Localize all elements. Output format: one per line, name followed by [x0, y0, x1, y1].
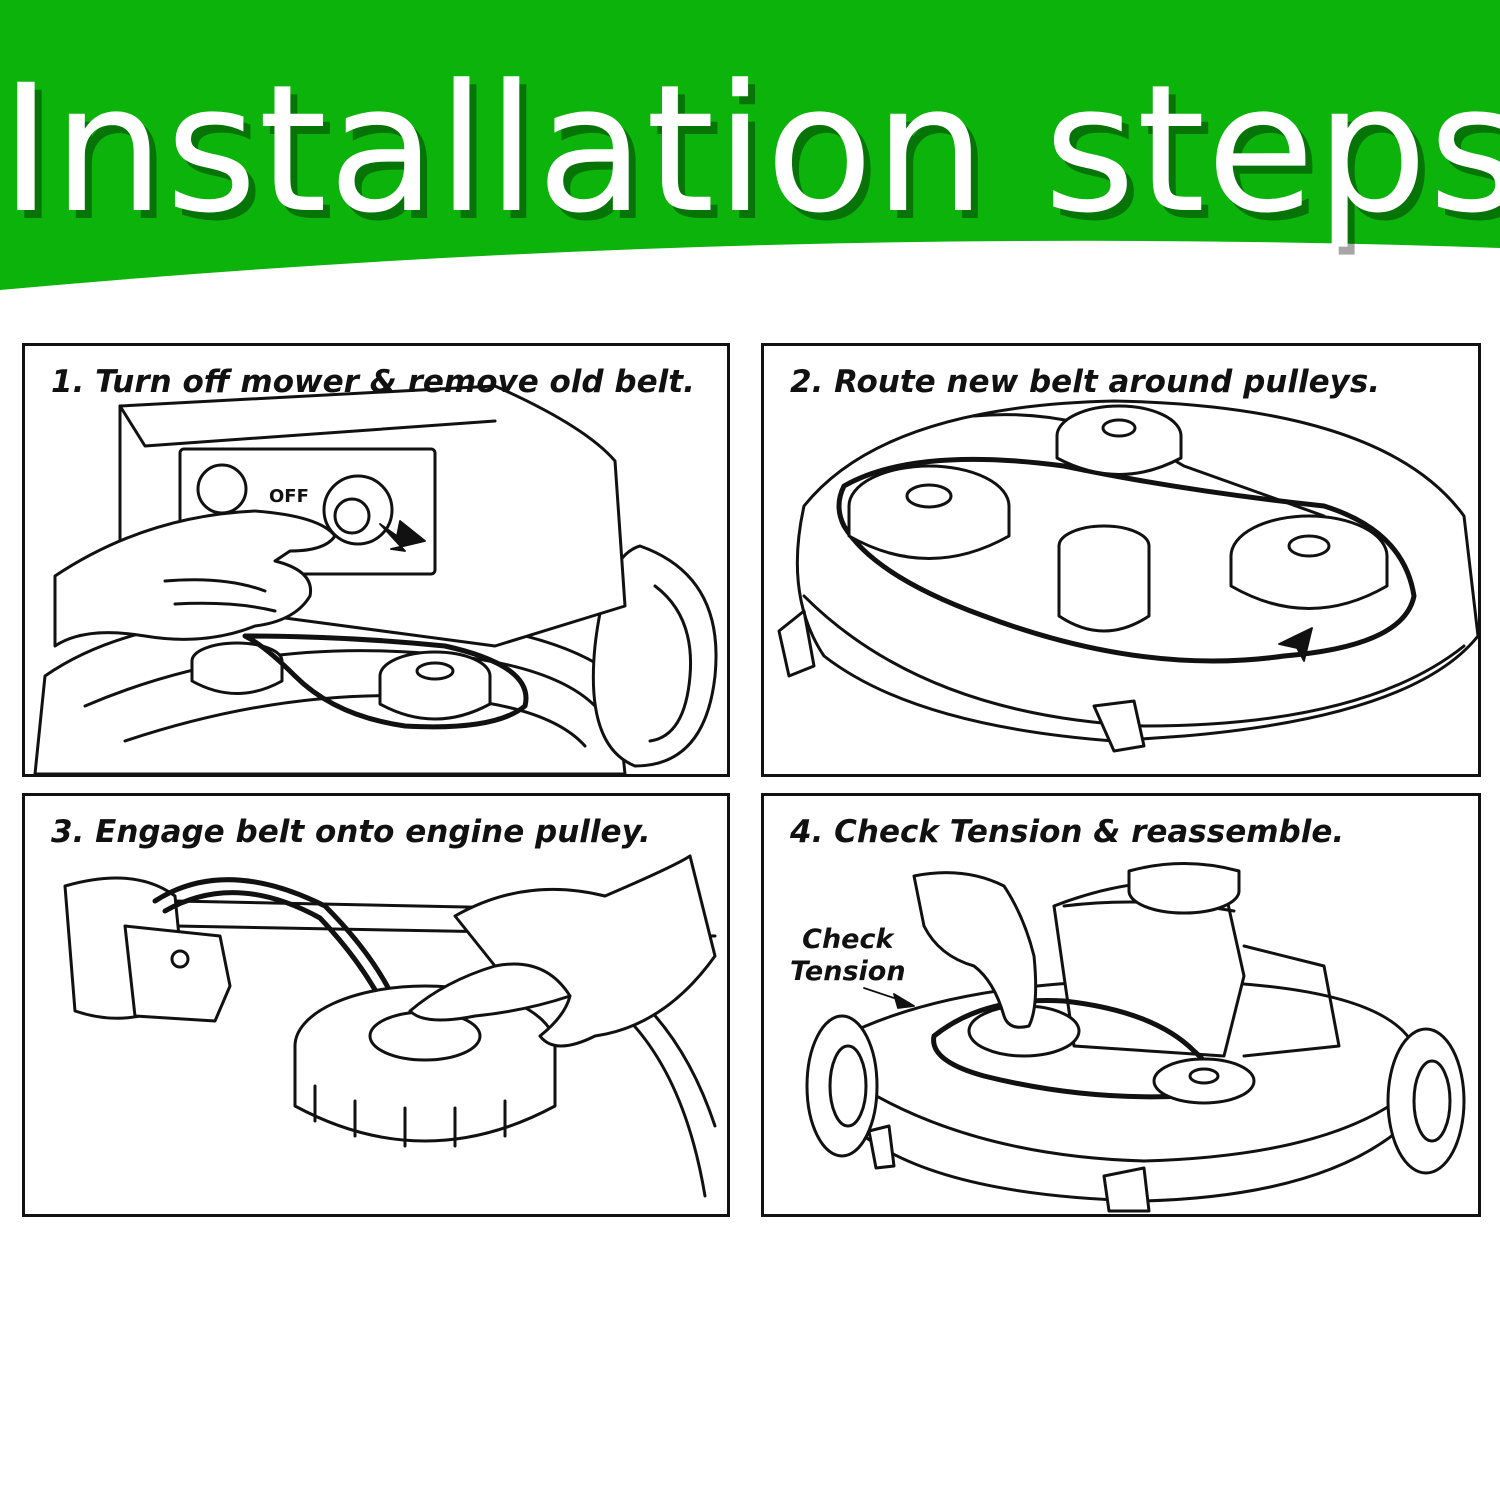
step-1-panel: 1. Turn off mower & remove old belt. OFF: [22, 343, 730, 777]
header-banner: Installation steps: [0, 0, 1500, 300]
banner-background: [0, 0, 1500, 290]
page-title: Installation steps: [0, 47, 1500, 252]
step-3-illustration: [63, 854, 717, 1198]
step-3-title: 3. Engage belt onto engine pulley.: [51, 814, 651, 850]
step-4-title: 4. Check Tension & reassemble.: [790, 814, 1345, 850]
step-4-panel: 4. Check Tension & reassemble. Check Ten…: [761, 793, 1481, 1217]
check-tension-line2: Tension: [790, 956, 906, 987]
check-tension-line1: Check: [802, 924, 894, 955]
step-1-illustration: [33, 384, 718, 774]
step-2-panel: 2. Route new belt around pulleys.: [761, 343, 1481, 777]
off-switch-label: OFF: [269, 486, 309, 507]
step-2-illustration: [777, 399, 1478, 753]
step-2-title: 2. Route new belt around pulleys.: [790, 364, 1381, 400]
step-3-panel: 3. Engage belt onto engine pulley.: [22, 793, 730, 1217]
check-tension-callout: Check Tension: [790, 924, 906, 988]
step-1-title: 1. Turn off mower & remove old belt.: [51, 364, 695, 400]
step-4-illustration: [805, 862, 1466, 1213]
